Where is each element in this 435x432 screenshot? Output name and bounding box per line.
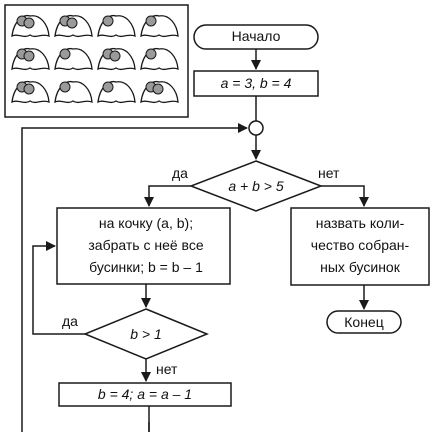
process-line-1: на кочку (a, b);	[99, 215, 193, 231]
output-line-1: назвать коли-	[316, 215, 405, 231]
end-label: Конец	[344, 314, 383, 330]
init-box	[193, 70, 319, 97]
arrow-decision-no	[321, 185, 369, 207]
decision-inner-label: b > 1	[130, 326, 162, 342]
bead	[109, 50, 121, 62]
bead	[145, 48, 157, 60]
outer-loop-line	[21, 123, 248, 432]
update-label: b = 4; a = a – 1	[98, 386, 192, 402]
bead	[145, 15, 157, 27]
decision-main	[188, 160, 324, 212]
output-line-2: чество собран-	[311, 237, 410, 253]
update-box	[58, 382, 232, 407]
arrow-decision-yes	[144, 185, 191, 207]
no-main-label: нет	[318, 165, 340, 181]
bead	[152, 83, 164, 95]
no-inner-label: нет	[156, 361, 178, 377]
yes-inner-label: да	[62, 313, 78, 329]
bead	[23, 83, 35, 95]
bead	[59, 81, 71, 93]
bead	[102, 15, 114, 27]
init-label: a = 3, b = 4	[221, 75, 292, 91]
process-box	[56, 207, 231, 285]
end-terminal	[326, 310, 402, 334]
process-line-2: забрать с неё все	[88, 237, 203, 253]
bead	[102, 81, 114, 93]
yes-main-label: да	[172, 165, 188, 181]
junction-circle	[248, 120, 264, 136]
bead	[66, 17, 78, 29]
bead	[23, 17, 35, 29]
bumps-illustration	[4, 4, 189, 118]
start-label: Начало	[232, 28, 281, 44]
bead	[59, 48, 71, 60]
bead	[23, 50, 35, 62]
output-line-3: ных бусинок	[320, 259, 401, 275]
process-line-3: бусинки; b = b – 1	[89, 259, 203, 275]
arrow-inner-yes-loop	[32, 241, 85, 335]
output-box	[290, 207, 430, 286]
bumps-grid	[11, 14, 179, 104]
decision-main-label: a + b > 5	[228, 178, 283, 194]
